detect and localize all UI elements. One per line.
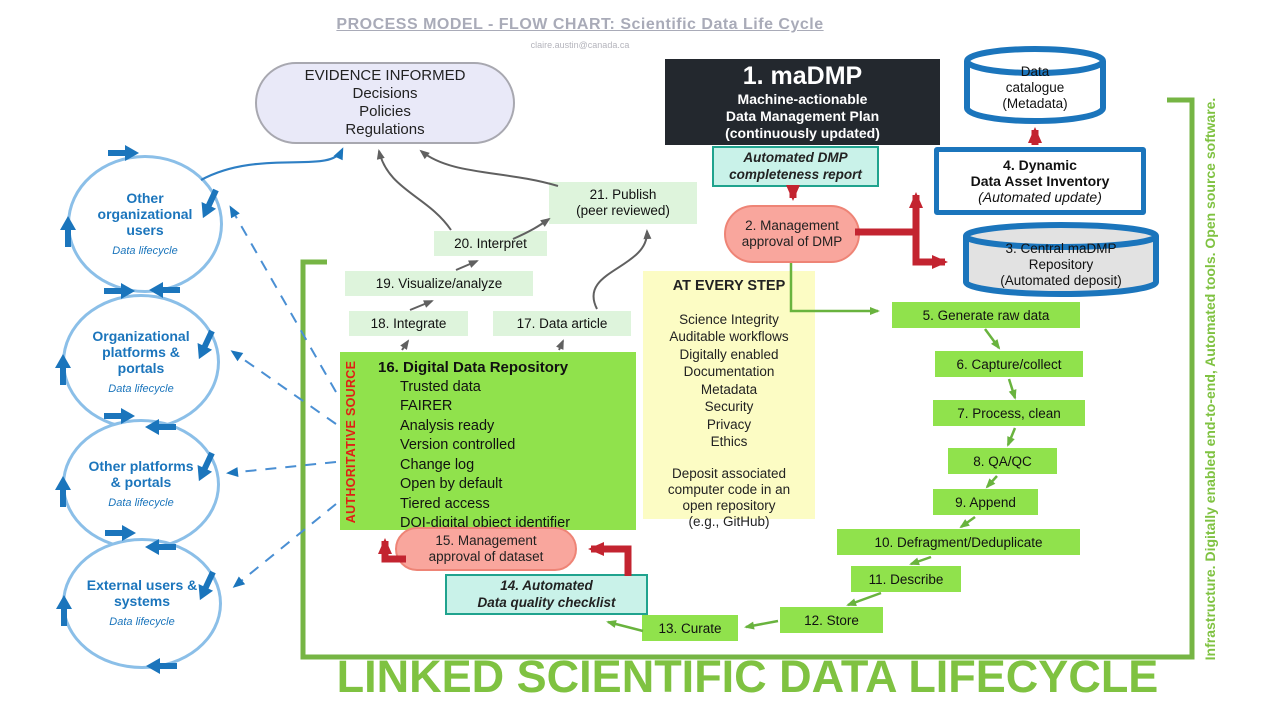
cycle-other-organizational-users: Other organizational users Data lifecycl… (67, 155, 223, 293)
dashed-link-cycle2 (230, 350, 337, 425)
node-mgmt-approval-dmp: 2. Management approval of DMP (724, 205, 860, 263)
arrow-7-to-8 (1006, 427, 1017, 447)
evidence-line: Regulations (345, 121, 425, 138)
every-step-footer: Deposit associated computer code in an o… (667, 465, 791, 529)
node-step-11-describe: 11. Describe (851, 566, 961, 592)
node-step-13-curate: 13. Curate (642, 615, 738, 641)
node-step-12-store: 12. Store (780, 607, 883, 633)
inventory-line: Data Asset Inventory (970, 173, 1110, 189)
page-title: PROCESS MODEL - FLOW CHART: Scientific D… (336, 16, 824, 33)
node-step-17-data-article: 17. Data article (493, 311, 631, 336)
arrow-21-to-evidence (419, 149, 559, 187)
arrow-17-to-21 (592, 229, 652, 310)
arrow-12-to-13 (744, 619, 779, 630)
node-step-21-publish: 21. Publish (peer reviewed) (549, 182, 697, 224)
node-step-19-visualize: 19. Visualize/analyze (345, 271, 533, 296)
arrow-10-to-11 (909, 555, 932, 566)
arrow-repo-to-18 (400, 339, 410, 351)
madmp-title: 1. maDMP (742, 62, 863, 90)
arrow-11-to-12 (846, 591, 882, 607)
data-lifecycle-label: Data lifecycle (112, 244, 178, 257)
central-label: 3. Central maDMP Repository (Automated d… (1000, 241, 1122, 288)
cycle-organizational-platforms: Organizational platforms & portals Data … (62, 294, 220, 430)
arrow-checklist-to-approval15 (588, 542, 632, 576)
arrow-approval-to-central-repo (855, 228, 948, 269)
data-lifecycle-label: Data lifecycle (108, 497, 174, 509)
node-data-catalogue: Data catalogue (Metadata) (961, 44, 1109, 126)
arrow-8-to-9 (985, 475, 998, 489)
arrow-5-to-6 (983, 328, 1001, 350)
catalogue-label: Data catalogue (Metadata) (1002, 64, 1068, 111)
inventory-note: (Automated update) (978, 189, 1102, 205)
dashed-link-cycle4 (232, 503, 337, 588)
arrow-18-to-19 (409, 300, 434, 311)
evidence-line: Decisions (352, 85, 418, 102)
every-step-title: AT EVERY STEP (672, 278, 786, 294)
arrow-13-to-checklist (606, 620, 644, 633)
node-step-7-process: 7. Process, clean (933, 400, 1085, 426)
dashed-link-cycle3 (226, 461, 337, 478)
madmp-line: (continuously updated) (725, 125, 880, 141)
evidence-line: Policies (359, 103, 411, 120)
node-central-repository: 3. Central maDMP Repository (Automated d… (960, 220, 1162, 300)
node-step-9-append: 9. Append (933, 489, 1038, 515)
madmp-line: Machine-actionable (737, 91, 868, 107)
node-step-6-capture: 6. Capture/collect (935, 351, 1083, 377)
node-step-18-integrate: 18. Integrate (349, 311, 468, 336)
node-step-5-generate: 5. Generate raw data (892, 302, 1080, 328)
node-step-20-interpret: 20. Interpret (434, 231, 547, 256)
inventory-line: 4. Dynamic (1003, 157, 1077, 173)
linked-lifecycle-title: LINKED SCIENTIFIC DATA LIFECYCLE (336, 651, 1159, 702)
node-dmp-report: Automated DMP completeness report (712, 146, 879, 187)
repository-content: 16. Digital Data Repository Trusted data… (378, 359, 571, 531)
evidence-title: EVIDENCE INFORMED (304, 67, 466, 84)
node-madmp: 1. maDMP Machine-actionable Data Managem… (665, 59, 940, 145)
data-lifecycle-label: Data lifecycle (108, 382, 174, 395)
node-at-every-step: AT EVERY STEP Science Integrity Auditabl… (643, 271, 815, 529)
node-dynamic-inventory: 4. Dynamic Data Asset Inventory (Automat… (934, 147, 1146, 215)
cycle-other-platforms: Other platforms & portals Data lifecycle (62, 419, 220, 550)
node-step-8-qaqc: 8. QA/QC (948, 448, 1057, 474)
arrow-20-to-evidence (376, 149, 452, 231)
right-infrastructure-banner: Infrastructure. Digitally enabled end-to… (1202, 97, 1218, 661)
node-step-10-defragment: 10. Defragment/Deduplicate (837, 529, 1080, 555)
authoritative-source-label: AUTHORITATIVE SOURCE (344, 360, 358, 524)
dashed-link-cycle1 (229, 205, 337, 393)
arrow-6-to-7 (1007, 378, 1017, 400)
arrow-repo-to-17 (556, 339, 564, 351)
arrow-9-to-10 (959, 515, 976, 529)
madmp-line: Data Management Plan (725, 108, 880, 124)
node-quality-checklist: 14. Automated Data quality checklist (445, 574, 648, 615)
author-email: claire.austin@canada.ca (530, 40, 630, 50)
arrow-19-to-20 (455, 260, 479, 271)
node-mgmt-approval-dataset: 15. Management approval of dataset (395, 527, 577, 571)
cycle-external-users: External users & systems Data lifecycle (62, 538, 222, 669)
node-evidence-informed: EVIDENCE INFORMED Decisions Policies Reg… (255, 62, 515, 144)
repository-title: 16. Digital Data Repository (378, 359, 569, 376)
data-lifecycle-label: Data lifecycle (109, 616, 175, 628)
arrow-users-to-evidence (200, 147, 344, 181)
